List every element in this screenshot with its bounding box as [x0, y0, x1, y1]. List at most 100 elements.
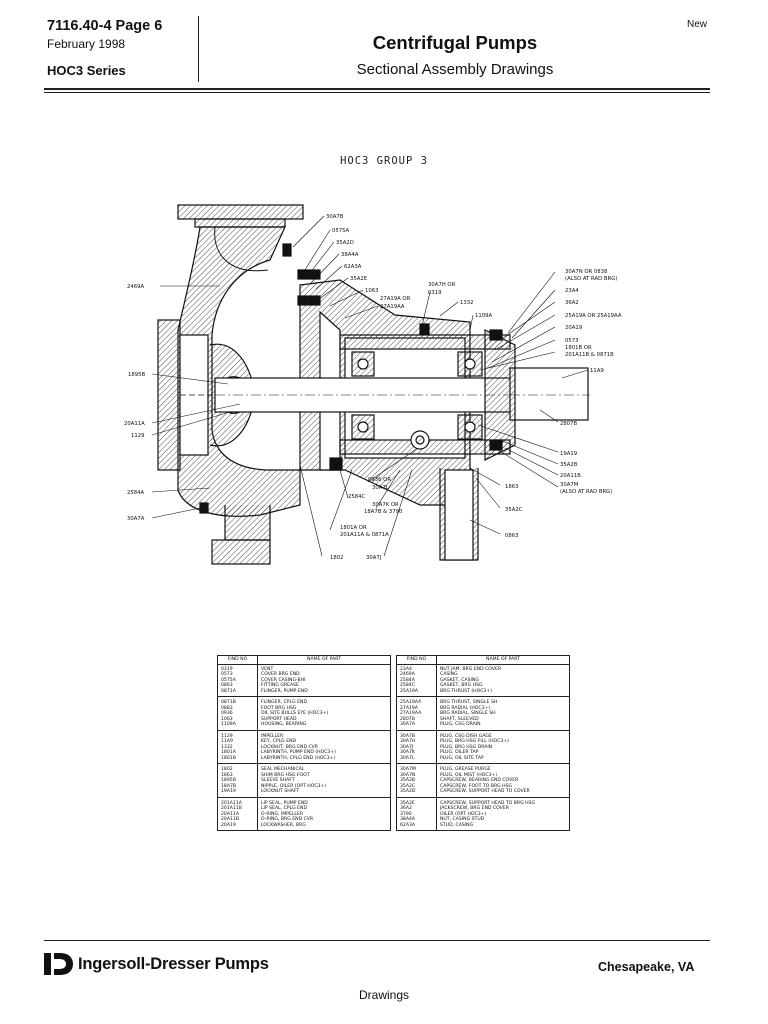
find-number: 1802	[217, 763, 258, 773]
header-divider	[198, 16, 199, 82]
part-name: FOOT BRG HSG	[261, 705, 297, 711]
find-number: 0573	[217, 672, 258, 678]
callout-label: 201A11B & 0871B	[565, 352, 614, 358]
part-name: PLUG, BRG HSG DRAIN	[440, 744, 493, 750]
part-name: FLINGER, PUMP END	[261, 688, 308, 694]
callout-label: 30A7K OR	[372, 502, 399, 508]
callout-label: 20A11A	[124, 421, 145, 427]
find-number: 2469A	[396, 672, 437, 678]
callout-label: 1801B OR	[565, 345, 592, 351]
callout-label: 30A7N OR 0838	[565, 269, 608, 275]
callout-label: 27A19A OR	[380, 296, 411, 302]
part-name-header: NAME OF PART	[257, 655, 391, 665]
find-number: 30A7B	[396, 729, 437, 739]
find-number: 36A2	[396, 806, 437, 812]
find-number: 30A7H	[396, 739, 437, 745]
find-number: 35A2E	[396, 796, 437, 806]
find-no-header: FIND NO	[396, 655, 437, 665]
company-name: Ingersoll-Dresser Pumps	[78, 954, 269, 973]
document-subtitle: Sectional Assembly Drawings	[356, 61, 554, 78]
part-name: OILER (OPT HOC3+)	[440, 811, 487, 817]
part-name: BRG THRUST, SINGLE SH	[436, 696, 570, 706]
find-number: 201A11A	[217, 796, 258, 806]
callout-label: 30A7J	[366, 555, 382, 561]
callout-label: 23A4	[565, 288, 579, 294]
callout-label: 18A7B & 3790	[364, 509, 403, 515]
callout-label: 0863	[505, 533, 518, 539]
part-name: LABYRINTH, PUMP END (HOC3+)	[261, 750, 336, 755]
part-name: KEY, CPLG END	[261, 739, 297, 744]
callout-label: 1129	[131, 433, 144, 439]
callout-label: 2807B	[560, 421, 577, 427]
find-number: 1801A	[217, 750, 258, 756]
callout-label: 35A2C	[505, 507, 523, 513]
find-number: 201A11B	[217, 806, 258, 812]
find-number: 0936	[217, 711, 258, 717]
find-number: 2584C	[396, 683, 437, 689]
document-date: February 1998	[47, 37, 126, 51]
callout-label: 1109A	[475, 313, 492, 319]
find-number: 62A3A	[396, 822, 437, 831]
find-number: 23A4	[396, 664, 437, 672]
find-number: 11A9	[217, 739, 258, 745]
document-number: 7116.40-4 Page 6	[47, 18, 163, 34]
find-number: 30A7L	[396, 755, 437, 764]
find-number: 19A19	[217, 789, 258, 797]
part-name: CAPSCREW, BEARING END COVER	[440, 778, 519, 783]
find-number: 3790	[396, 811, 437, 817]
find-number: 2807B	[396, 716, 437, 722]
part-name: NUT JAM, BRG END COVER	[440, 666, 502, 672]
callout-label: 35A2B	[560, 462, 578, 468]
find-number: 38A4A	[396, 817, 437, 823]
find-number: 0871B	[217, 696, 258, 706]
part-name: PLUG, GREASE PURGE	[436, 763, 570, 773]
callout-label: 0936 OR	[368, 477, 391, 483]
part-name: BRG THRUST (HOC3+)	[440, 688, 492, 694]
part-name: NIPPLE, OILER (OPT HOC3+)	[261, 783, 327, 789]
part-name: COVER BRG END	[261, 672, 300, 677]
find-number: 25A19A	[396, 688, 437, 697]
part-name-header: NAME OF PART	[436, 655, 570, 665]
find-number: 1109A	[217, 722, 258, 730]
part-name: PLUG, CSG DISH GAGE	[436, 729, 570, 739]
find-number: 0883	[217, 705, 258, 711]
callout-label: 1802	[330, 555, 343, 561]
callout-label: (ALSO AT RAD BRG)	[560, 489, 612, 495]
callout-label: (ALSO AT RAD BRG)	[565, 276, 617, 282]
pump-geometry	[157, 204, 590, 565]
part-name: PLUG, CSG DRAIN	[440, 722, 481, 727]
part-name: PLUG, OIL MIST (HOC3+)	[440, 772, 498, 778]
part-name: BRG RADIAL (HOC3+)	[440, 705, 491, 711]
find-number: 30A7A	[396, 722, 437, 730]
sectional-assembly-drawing: 30A7B 0575A 35A2D 38A4A 62A3A 35A2E 1063…	[124, 204, 622, 565]
part-name: LOCKNUT SHAFT	[261, 789, 300, 794]
callout-label: 0575A	[332, 228, 349, 234]
